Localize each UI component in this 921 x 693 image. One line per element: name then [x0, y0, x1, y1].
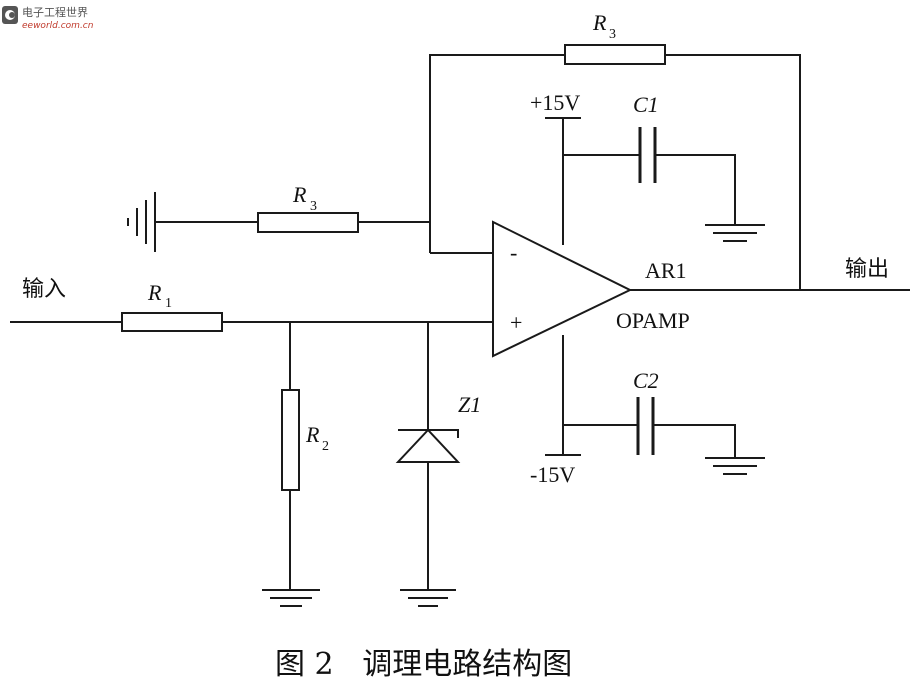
svg-text:电子工程世界: 电子工程世界 [22, 6, 88, 19]
r3-mid-label: R [292, 182, 307, 207]
resistor-r1 [10, 312, 493, 332]
output-label: 输出 [845, 257, 889, 282]
vpos-label: +15V [530, 90, 580, 115]
c2-label: C2 [633, 368, 659, 393]
r3-top-sub: 3 [609, 27, 616, 42]
resistor-r2 [262, 322, 320, 607]
minus-input-label: - [510, 240, 517, 265]
opamp-ar1 [492, 220, 910, 358]
zener-z1 [395, 322, 461, 607]
opamp-type-label: OPAMP [616, 308, 690, 333]
plus-input-label: + [510, 310, 522, 335]
r3-mid-sub: 3 [310, 199, 317, 214]
r3-top-label: R [592, 10, 607, 35]
r2-sub: 2 [322, 439, 329, 454]
capacitor-c1 [545, 117, 765, 245]
r2-label: R [305, 422, 320, 447]
resistor-r3-ground [127, 192, 493, 254]
z1-label: Z1 [458, 392, 481, 417]
feedback-resistor-r3 [429, 44, 801, 290]
capacitor-c2 [545, 335, 765, 475]
c1-label: C1 [633, 92, 659, 117]
vneg-label: -15V [530, 462, 575, 487]
eeworld-watermark-logo: 电子工程世界 eeworld.com.cn [2, 6, 94, 31]
svg-text:eeworld.com.cn: eeworld.com.cn [22, 21, 94, 31]
opamp-name-label: AR1 [645, 258, 687, 283]
figure-caption: 图 2 调理电路结构图 [275, 647, 572, 682]
input-label: 输入 [22, 277, 66, 302]
r1-label: R [147, 280, 162, 305]
r1-sub: 1 [165, 296, 172, 311]
